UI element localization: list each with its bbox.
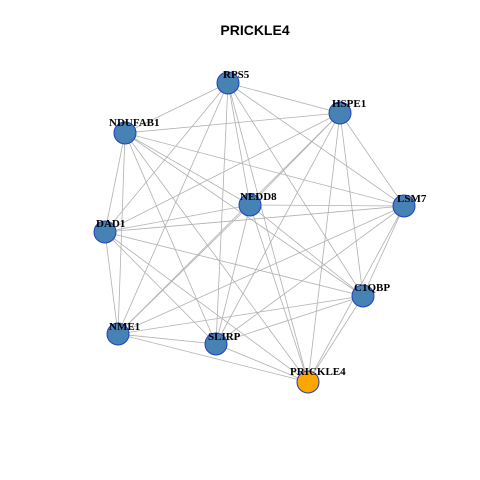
edge-nedd8-c1qbp: [249, 204, 364, 297]
edge-ndufab1-nme1: [117, 132, 126, 335]
edge-rps5-hspe1: [227, 82, 341, 114]
edge-lsm7-nme1: [117, 205, 405, 335]
edge-nedd8-dad1: [104, 204, 251, 233]
node-c1qbp[interactable]: [351, 284, 375, 308]
edge-dad1-c1qbp: [104, 231, 364, 297]
edge-slirp-prickle4: [215, 343, 309, 383]
node-hspe1[interactable]: [328, 101, 352, 125]
edge-nedd8-slirp: [215, 204, 251, 345]
edge-rps5-ndufab1: [124, 82, 229, 134]
edge-ndufab1-nedd8: [124, 132, 251, 206]
edge-dad1-prickle4: [104, 231, 309, 383]
edge-hspe1-slirp: [215, 112, 341, 345]
node-label-lsm7: LSM7: [397, 193, 427, 205]
node-ndufab1[interactable]: [113, 121, 137, 145]
edge-lsm7-c1qbp: [362, 205, 405, 297]
edge-c1qbp-nme1: [117, 295, 364, 335]
edge-ndufab1-prickle4: [124, 132, 309, 383]
edge-rps5-slirp: [215, 82, 229, 345]
edge-ndufab1-lsm7: [124, 132, 405, 207]
node-slirp[interactable]: [204, 332, 228, 356]
node-nedd8[interactable]: [238, 193, 262, 217]
edge-rps5-dad1: [104, 82, 229, 233]
node-nme1[interactable]: [106, 322, 130, 346]
node-label-dad1: DAD1: [96, 218, 125, 230]
node-label-rps5: RPS5: [223, 69, 250, 81]
node-lsm7[interactable]: [392, 194, 416, 218]
edge-rps5-c1qbp: [227, 82, 364, 297]
edge-c1qbp-prickle4: [307, 295, 364, 383]
edge-hspe1-c1qbp: [339, 112, 364, 297]
edge-nedd8-nme1: [117, 204, 251, 335]
edge-ndufab1-dad1: [104, 132, 126, 233]
edge-dad1-nme1: [104, 231, 119, 335]
nodes-layer: [93, 71, 416, 394]
node-label-prickle4: PRICKLE4: [290, 366, 346, 378]
node-label-ndufab1: NDUFAB1: [109, 117, 160, 129]
edge-nedd8-prickle4: [249, 204, 309, 383]
edge-ndufab1-slirp: [124, 132, 217, 345]
edge-lsm7-dad1: [104, 205, 405, 233]
edge-hspe1-lsm7: [339, 112, 405, 207]
edges-layer: [104, 82, 405, 383]
edge-hspe1-dad1: [104, 112, 341, 233]
edge-rps5-nedd8: [227, 82, 251, 206]
edge-lsm7-slirp: [215, 205, 405, 345]
edge-rps5-prickle4: [227, 82, 309, 383]
node-prickle4[interactable]: [296, 370, 320, 394]
node-label-nme1: NME1: [109, 321, 140, 333]
node-label-nedd8: NEDD8: [240, 191, 277, 203]
node-rps5[interactable]: [216, 71, 240, 95]
node-label-slirp: SLIRP: [208, 331, 241, 343]
edge-rps5-lsm7: [227, 82, 405, 207]
edge-hspe1-nme1: [117, 112, 341, 335]
edge-nme1-prickle4: [117, 333, 309, 383]
node-dad1[interactable]: [93, 220, 117, 244]
edge-dad1-slirp: [104, 231, 217, 345]
graph-title: PRICKLE4: [220, 22, 289, 38]
edge-c1qbp-slirp: [215, 295, 364, 345]
edge-nedd8-lsm7: [249, 204, 405, 207]
edge-hspe1-prickle4: [307, 112, 341, 383]
edge-hspe1-ndufab1: [124, 112, 341, 134]
node-label-c1qbp: C1QBP: [354, 282, 390, 294]
node-label-hspe1: HSPE1: [332, 98, 366, 110]
edge-nme1-slirp: [117, 333, 217, 345]
